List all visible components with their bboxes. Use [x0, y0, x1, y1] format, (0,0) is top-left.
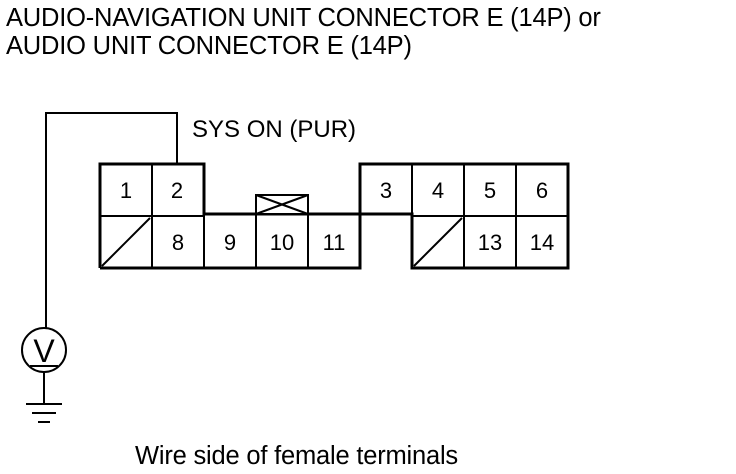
terminal-3: 3: [380, 178, 392, 203]
diagram-title-line-1: AUDIO-NAVIGATION UNIT CONNECTOR E (14P) …: [6, 4, 601, 32]
diagram-caption: Wire side of female terminals: [135, 442, 458, 470]
terminal-1: 1: [120, 178, 132, 203]
terminal-4: 4: [432, 178, 444, 203]
terminal-6: 6: [536, 178, 548, 203]
diagram-title-line-2: AUDIO UNIT CONNECTOR E (14P): [6, 32, 412, 60]
terminal-10: 10: [270, 230, 294, 255]
terminal-9: 9: [224, 230, 236, 255]
connector-grid: [100, 164, 568, 268]
terminal-13: 13: [478, 230, 502, 255]
terminal-8: 8: [172, 230, 184, 255]
voltmeter-symbol: V: [33, 333, 55, 369]
connector-lock-tab-icon: [255, 194, 309, 215]
terminal-2: 2: [171, 178, 183, 203]
terminal-5: 5: [484, 178, 496, 203]
wire-label: SYS ON (PUR): [192, 116, 356, 143]
probe-wire: [45, 112, 178, 328]
terminal-numbers: 1 2 3 4 5 6 8 9 10 11 13 14: [120, 178, 554, 255]
voltmeter-icon: V: [21, 327, 67, 373]
unused-cavity-slash-icon: [413, 217, 463, 267]
ground-icon: [26, 403, 62, 423]
terminal-11: 11: [323, 230, 346, 255]
unused-cavity-slash-icon: [101, 217, 151, 267]
terminal-14: 14: [530, 230, 554, 255]
